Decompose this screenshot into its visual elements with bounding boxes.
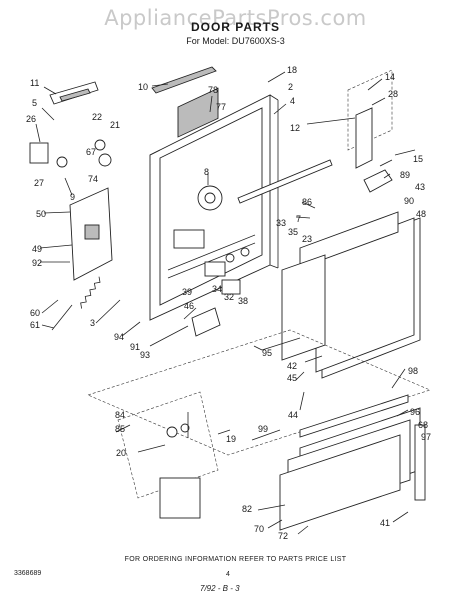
callout-94: 94 [114,332,124,342]
document-number: 3368689 [14,570,42,577]
callout-26: 26 [26,114,36,124]
callout-42: 42 [287,361,297,371]
callout-35: 35 [288,227,298,237]
callout-44: 44 [288,410,298,420]
callout-84: 84 [115,410,125,420]
callout-41: 41 [380,518,390,528]
callout-12: 12 [290,123,300,133]
bushing [56,156,68,168]
callout-39: 39 [182,287,192,297]
callout-43: 43 [415,182,425,192]
ordering-note: FOR ORDERING INFORMATION REFER TO PARTS … [124,556,347,563]
callout-3: 3 [90,318,95,328]
callout-93: 93 [140,350,150,360]
callout-97: 97 [421,432,431,442]
callout-32: 32 [224,292,234,302]
callout-91: 91 [130,342,140,352]
callout-61: 61 [30,320,40,330]
callout-74: 74 [88,174,98,184]
callout-68: 68 [418,420,428,430]
callout-89: 89 [400,170,410,180]
hinge [69,187,113,281]
callout-7: 7 [296,214,301,224]
callout-67: 67 [86,147,96,157]
callout-labels: 11 10 18 5 78 2 26 22 21 77 4 14 28 67 1… [26,65,431,541]
page-number: 4 [226,571,230,578]
callout-82: 82 [242,504,252,514]
callout-72: 72 [278,531,288,541]
callout-11: 11 [30,78,39,88]
callout-19: 19 [226,434,236,444]
callout-14: 14 [385,72,395,82]
model-label: For Model: DU7600XS-3 [186,36,285,46]
support-bar [237,159,333,204]
callout-86: 86 [302,197,312,207]
callout-9: 9 [70,192,75,202]
callout-4: 4 [290,96,295,106]
callout-5: 5 [32,98,37,108]
callout-99: 99 [258,424,268,434]
callout-96: 96 [410,407,420,417]
callout-92: 92 [32,258,42,268]
callout-48: 48 [416,209,426,219]
outer-panel [299,211,421,379]
callout-95: 95 [262,348,272,358]
callout-20: 20 [116,448,126,458]
inner-liner [281,254,326,361]
callout-22: 22 [92,112,102,122]
callout-18: 18 [287,65,297,75]
callout-85: 85 [115,424,125,434]
hinge-bracket [347,69,416,193]
callout-78: 78 [208,85,218,95]
top-strip [151,66,217,94]
bottom-trim [251,394,426,531]
callout-27: 27 [34,178,44,188]
callout-60: 60 [30,308,40,318]
callout-2: 2 [288,82,293,92]
callout-34: 34 [212,284,222,294]
callout-8: 8 [204,167,209,177]
callout-49: 49 [32,244,42,254]
door-handle [49,81,99,105]
latch [29,142,49,164]
callout-50: 50 [36,209,46,219]
fasteners [191,247,323,363]
door-latch-module [117,391,219,519]
callout-21: 21 [110,120,120,130]
callout-70: 70 [254,524,264,534]
door-panel [149,87,279,321]
callout-77: 77 [216,102,226,112]
callout-90: 90 [404,196,414,206]
revision-mark: 7/92 - B - 3 [200,584,240,593]
callout-38: 38 [238,296,248,306]
callout-46: 46 [184,301,194,311]
callout-45: 45 [287,373,297,383]
callout-98: 98 [408,366,418,376]
spring [51,276,101,331]
callout-33: 33 [276,218,286,228]
diagram-title: DOOR PARTS [190,20,281,34]
callout-23: 23 [302,234,312,244]
callout-10: 10 [138,82,148,92]
callout-28: 28 [388,89,398,99]
leader-lines [35,71,409,535]
callout-15: 15 [413,154,423,164]
watermark: AppliancePartsPros.com [104,6,367,30]
